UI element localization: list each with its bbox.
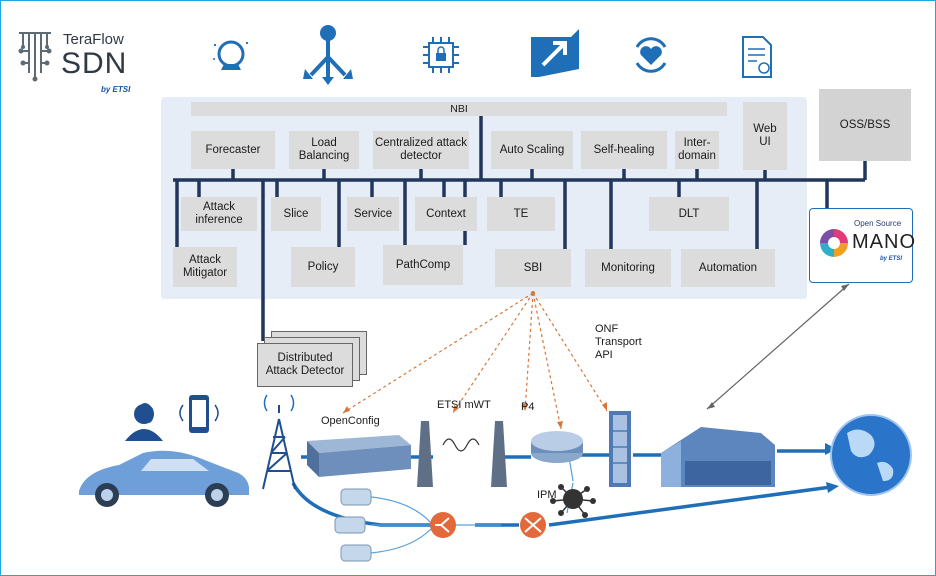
automation-module: Automation: [681, 249, 775, 287]
pathcomp-module: PathComp: [383, 245, 463, 285]
load-balancing-module: Load Balancing: [289, 131, 359, 169]
datacenter-building-icon: [661, 427, 775, 487]
microwave-antenna-icon: [417, 421, 507, 487]
ont-device-icon: [334, 488, 372, 562]
dlt-module: DLT: [649, 197, 729, 231]
logo-etsi-text: by ETSI: [101, 85, 131, 94]
teraflow-logo: TeraFlow SDN by ETSI: [15, 27, 165, 99]
web-ui-module: Web UI: [743, 102, 787, 170]
forecaster-module: Forecaster: [191, 131, 275, 169]
attack-inference-module: Attack inference: [181, 197, 257, 231]
mano-title-text: MANO: [852, 231, 916, 253]
optical-device-icon: [307, 435, 411, 477]
te-module: TE: [487, 197, 555, 231]
mano-logo-icon: [820, 229, 848, 257]
service-module: Service: [347, 197, 399, 231]
user-person-icon: [125, 403, 163, 441]
distributed-attack-detector-box: Distributed Attack Detector: [257, 343, 353, 387]
heart-cycle-icon: [635, 37, 667, 73]
logo-sdn-text: SDN: [61, 47, 128, 80]
globe-icon: [830, 414, 912, 496]
nbi-bar: NBI: [191, 102, 727, 116]
scale-up-icon: [531, 29, 579, 77]
mano-etsi-text: by ETSI: [880, 256, 903, 262]
logo-teraflow-text: TeraFlow: [63, 31, 124, 48]
mano-open-source-text: Open Source: [854, 219, 902, 228]
crystal-ball-icon: [213, 40, 248, 70]
centralized-attack-detector-module: Centralized attack detector: [373, 131, 469, 169]
inter-domain-module: Inter-domain: [675, 131, 719, 169]
security-chip-icon: [423, 37, 459, 73]
certificate-icon: [742, 36, 772, 78]
attack-mitigator-module: Attack Mitigator: [173, 247, 237, 287]
transport-rack-icon: [609, 411, 631, 487]
openconfig-label: OpenConfig: [321, 415, 380, 427]
policy-module: Policy: [291, 247, 355, 287]
ipm-label: IPM: [537, 489, 557, 501]
ipm-node-icon: [550, 484, 596, 518]
car-icon: [79, 450, 249, 507]
load-balancer-icon: [303, 25, 353, 85]
sbi-module: SBI: [495, 249, 571, 287]
router-icon: [531, 431, 583, 463]
open-source-mano-box: Open Source MANO by ETSI: [809, 208, 916, 283]
cell-tower-icon: [262, 405, 296, 490]
onf-transport-api-label: ONF Transport API: [595, 323, 642, 361]
monitoring-module: Monitoring: [585, 249, 671, 287]
splitter-icon: [430, 512, 546, 538]
slice-module: Slice: [271, 197, 321, 231]
auto-scaling-module: Auto Scaling: [491, 131, 573, 169]
etsi-mwt-label: ETSI mWT: [437, 399, 491, 411]
teraflow-t-icon: [18, 32, 52, 82]
self-healing-module: Self-healing: [581, 131, 667, 169]
p4-label: P4: [521, 401, 535, 413]
smartphone-icon: [189, 395, 209, 433]
oss-bss-box: OSS/BSS: [819, 89, 911, 161]
context-module: Context: [415, 197, 477, 231]
